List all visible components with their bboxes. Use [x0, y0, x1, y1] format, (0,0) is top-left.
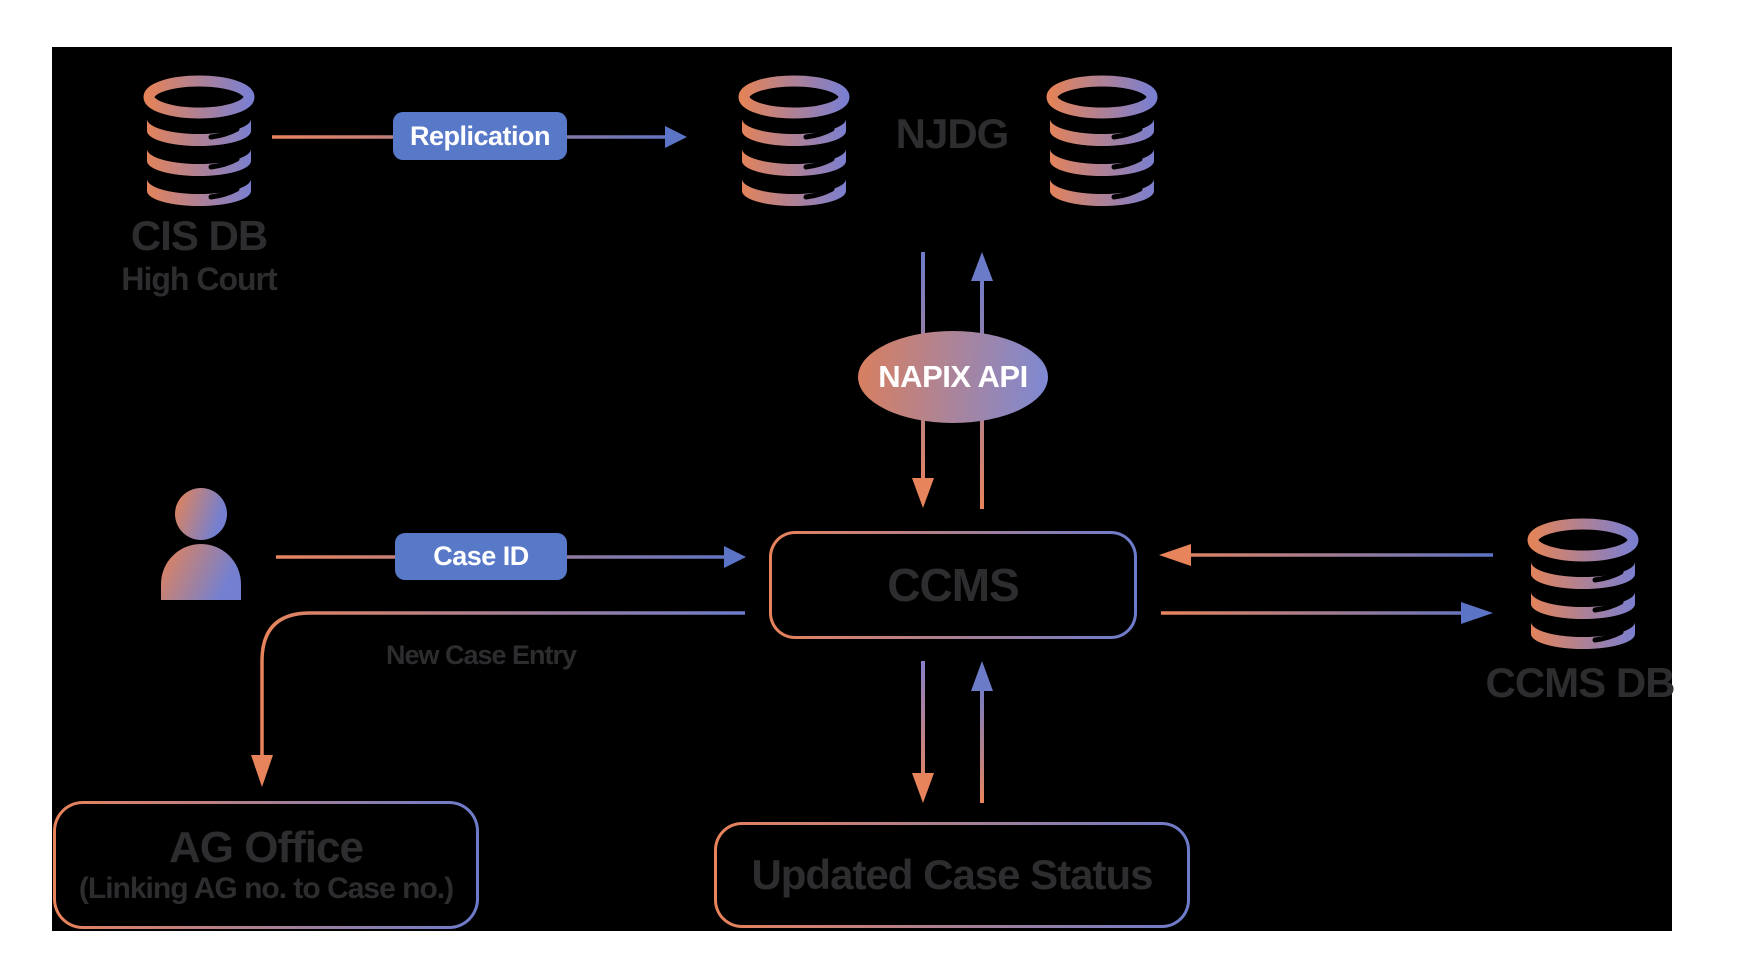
njdg-label-text: NJDG [895, 110, 1010, 157]
ag-office-label: AG Office [169, 822, 364, 872]
case-id-edge-label: Case ID [395, 533, 567, 580]
cis-db-label-text: CIS DB [130, 212, 268, 259]
ag-office-node: AG Office (Linking AG no. to Case no.) [53, 801, 479, 929]
ccms-database-icon [1527, 518, 1639, 650]
replication-edge-label: Replication [393, 112, 567, 160]
replication-edge-label-text: Replication [409, 120, 551, 151]
case-id-edge-label-text: Case ID [433, 541, 529, 571]
njdg-secondary-database-icon [1046, 75, 1158, 207]
njdg-database-icon [738, 75, 850, 207]
ccms-db-label: CCMS DB [1480, 660, 1680, 705]
new-case-entry-label-text: New Case Entry [385, 640, 577, 670]
cis-db-label: CIS DB [99, 213, 299, 258]
ccms-label: CCMS [887, 559, 1019, 611]
user-icon [161, 488, 241, 600]
updated-case-status-label: Updated Case Status [751, 851, 1153, 898]
ccms-db-label-text: CCMS DB [1485, 659, 1676, 706]
ccms-node: CCMS [769, 531, 1137, 639]
ag-office-sublabel: (Linking AG no. to Case no.) [78, 871, 454, 905]
napix-api-label: NAPIX API [878, 359, 1028, 394]
cis-db-sublabel: High Court [99, 262, 299, 297]
njdg-label: NJDG [852, 111, 1052, 156]
cis-database-icon [143, 75, 255, 207]
updated-case-status-node: Updated Case Status [714, 822, 1190, 928]
cis-db-sublabel-text: High Court [121, 261, 277, 297]
napix-api-node: NAPIX API [858, 331, 1048, 423]
new-case-entry-label: New Case Entry [381, 640, 581, 670]
diagram-canvas [52, 47, 1672, 931]
